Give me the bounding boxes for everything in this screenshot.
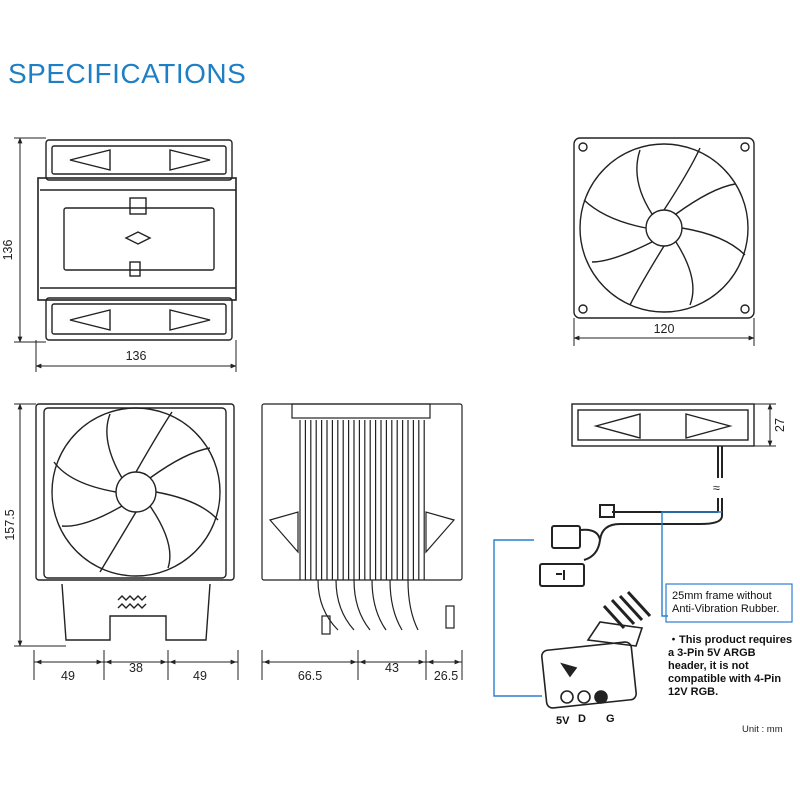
dim-side-mid: 43 bbox=[385, 661, 399, 675]
dim-front-left: 49 bbox=[61, 669, 75, 683]
fan-front-view bbox=[573, 137, 755, 319]
dim-front-mid: 38 bbox=[129, 661, 143, 675]
pin-g-label: G bbox=[606, 713, 615, 725]
dimension-lines bbox=[14, 137, 776, 680]
cable-break-symbol: ≈ bbox=[713, 481, 720, 495]
side-view bbox=[261, 403, 463, 635]
dim-fan-width: 120 bbox=[654, 322, 675, 336]
dim-front-height: 157.5 bbox=[3, 509, 17, 540]
dim-side-left: 66.5 bbox=[298, 669, 322, 683]
dim-side-right: 26.5 bbox=[434, 669, 458, 683]
frame-note: 25mm frame without Anti-Vibration Rubber… bbox=[672, 590, 780, 615]
dim-top-width: 136 bbox=[126, 349, 147, 363]
dim-top-height: 136 bbox=[1, 240, 15, 261]
argb-note: ・This product requires a 3-Pin 5V ARGB h… bbox=[668, 634, 793, 698]
top-view bbox=[37, 139, 237, 341]
pin-5v-label: 5V bbox=[556, 715, 570, 727]
pin-d-label: D bbox=[578, 713, 586, 725]
page-title: SPECIFICATIONS bbox=[8, 58, 247, 89]
dim-front-right: 49 bbox=[193, 669, 207, 683]
argb-connector bbox=[541, 590, 652, 709]
leader-lines bbox=[493, 511, 722, 697]
front-view bbox=[35, 403, 235, 641]
fan-side-view bbox=[571, 403, 755, 447]
unit-label: Unit : mm bbox=[742, 724, 783, 735]
dim-fan-thickness: 27 bbox=[773, 418, 787, 432]
